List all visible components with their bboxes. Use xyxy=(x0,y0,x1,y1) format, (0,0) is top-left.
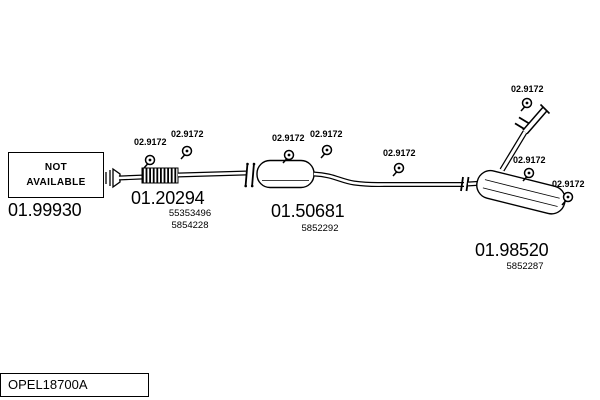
front-pipe xyxy=(118,174,144,181)
ref-number: 5852292 xyxy=(301,223,339,234)
flex-pipe xyxy=(141,167,179,184)
ref-numbers-center-muffler: 5852292 xyxy=(268,223,372,235)
part-code-flex-pipe[interactable]: 01.20294 xyxy=(131,188,205,208)
part-code-clamp-4[interactable]: 02.9172 xyxy=(310,129,343,139)
part-code-clamp-7[interactable]: 02.9172 xyxy=(513,155,546,165)
not-available-line2: AVAILABLE xyxy=(26,177,86,188)
center-muffler xyxy=(256,159,315,189)
intermediate-pipe xyxy=(177,170,247,178)
part-code-clamp-3[interactable]: 02.9172 xyxy=(272,133,305,143)
clamp-icon xyxy=(143,154,156,169)
not-available-line1: NOT xyxy=(44,162,68,173)
part-code-clamp-8[interactable]: 02.9172 xyxy=(552,179,585,189)
clamp-icon xyxy=(520,97,533,112)
part-code-clamp-2[interactable]: 02.9172 xyxy=(171,129,204,139)
ref-number: 55353496 xyxy=(168,208,212,219)
clamp-icon xyxy=(392,162,405,177)
part-code-clamp-1[interactable]: 02.9172 xyxy=(134,137,167,147)
inlet-flange xyxy=(105,167,121,189)
drawing-id-box: OPEL18700A xyxy=(0,373,149,397)
not-available-box: NOT AVAILABLE xyxy=(8,152,104,198)
tailpipe xyxy=(499,103,551,172)
ref-number: 5852287 xyxy=(506,261,544,272)
flange-joint xyxy=(244,162,256,188)
part-code-rear-muffler[interactable]: 01.98520 xyxy=(475,240,549,260)
clamp-icon xyxy=(180,145,193,160)
part-code-front-pipe[interactable]: 01.99930 xyxy=(8,200,82,220)
ref-numbers-flex-pipe: 55353496 5854228 xyxy=(138,208,242,232)
part-code-center-muffler[interactable]: 01.50681 xyxy=(271,201,345,221)
clamp-icon xyxy=(561,191,574,206)
drawing-id-label: OPEL18700A xyxy=(8,377,88,392)
rear-pipe xyxy=(313,171,464,188)
clamp-icon xyxy=(320,144,333,159)
part-code-clamp-5[interactable]: 02.9172 xyxy=(383,148,416,158)
ref-number: 5854228 xyxy=(171,220,209,231)
ref-numbers-rear-muffler: 5852287 xyxy=(473,261,577,273)
part-code-clamp-6[interactable]: 02.9172 xyxy=(511,84,544,94)
rear-muffler xyxy=(476,169,566,215)
